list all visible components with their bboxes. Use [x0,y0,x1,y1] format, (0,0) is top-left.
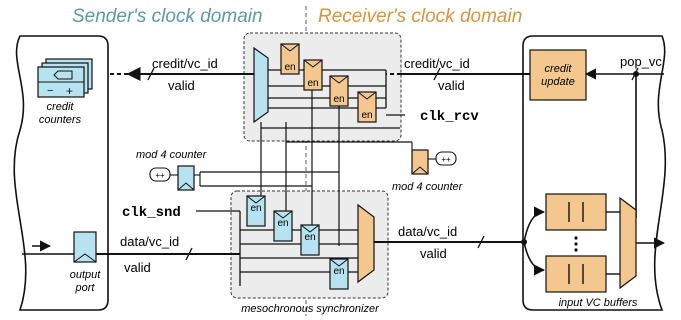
receiver-domain-title: Receiver's clock domain [318,6,522,27]
data-output-mux [357,203,375,284]
mod4-left-increment-glyph: ++ [155,171,165,180]
mod4-right-register [411,149,429,175]
vc-buffer-ellipsis-2 [574,242,578,246]
minus-icon: − [47,85,53,97]
mod4-left-register [177,165,195,191]
pop-vc-label: pop_vc [620,54,662,69]
clk-snd-label: clk_snd [122,205,181,221]
output-port-register [73,231,97,263]
svg-text:en: en [304,232,315,243]
credit-register-2: en [303,59,323,91]
credit-counters-label-line1: credit [47,101,75,113]
mesochronous-synchronizer-label: mesochronous synchronizer [241,303,380,315]
svg-text:en: en [284,62,295,73]
credit-register-3: en [329,75,349,107]
data-register-1: en [246,195,266,227]
data-register-3: en [300,224,320,256]
data-register-2: en [273,210,293,242]
counter-register-icon [53,70,73,80]
credit-output-mux [253,46,269,124]
vc-buffer-ellipsis-3 [574,248,578,252]
svg-text:en: en [250,203,261,214]
credit-register-1: en [280,43,300,75]
plus-icon: + [66,84,73,98]
svg-text:en: en [361,110,372,121]
svg-text:en: en [333,266,344,277]
mod4-left-clock-mark [177,182,195,191]
vc-output-mux [619,196,637,290]
data-branch-upper [523,206,546,243]
credit-register-4: en [357,91,377,123]
receiver-panel [522,35,667,311]
svg-text:en: en [277,218,288,229]
valid-right-top: valid [438,78,465,93]
vc-buffer-1 [545,193,607,231]
output-port-label-line2: port [75,282,96,294]
credit-right-bus-slash [433,67,441,81]
data-register-4: en [329,258,349,290]
svg-text:en: en [307,78,318,89]
mod4-right-label: mod 4 counter [392,181,464,193]
output-port-label-line1: output [70,269,102,281]
data-vcid-right: data/vc_id [398,224,457,239]
mod4-left-label: mod 4 counter [136,149,208,161]
credit-vcid-left: credit/vc_id [152,56,218,71]
data-right-bus-slash [477,235,485,249]
mod4-right-increment-glyph: ++ [441,155,451,164]
vc-buffer-ellipsis-1 [574,236,578,240]
mod4-right-clock-mark [411,166,429,175]
data-vcid-left: data/vc_id [120,234,179,249]
credit-update-label-line2: update [541,76,575,88]
credit-update-block [529,49,587,101]
sender-domain-title: Sender's clock domain [72,6,263,27]
sender-panel [13,35,109,311]
credit-counters-label-line2: counters [39,114,82,126]
credit-bus-slash [147,67,155,81]
valid-left-bottom: valid [124,260,151,275]
output-port-clock-mark [73,253,97,263]
vc-buffer-n [545,255,607,293]
credit-vcid-right: credit/vc_id [404,56,470,71]
valid-left-top: valid [168,78,195,93]
valid-right-bottom: valid [420,246,447,261]
input-vc-buffers-label: input VC buffers [559,297,638,309]
data-left-bus-slash [185,247,193,261]
clk-rcv-label: clk_rcv [420,109,479,125]
svg-text:en: en [333,94,344,105]
credit-update-label-line1: credit [545,63,573,75]
pop-vc-bus-slash [631,67,639,81]
data-branch-lower [523,241,546,276]
